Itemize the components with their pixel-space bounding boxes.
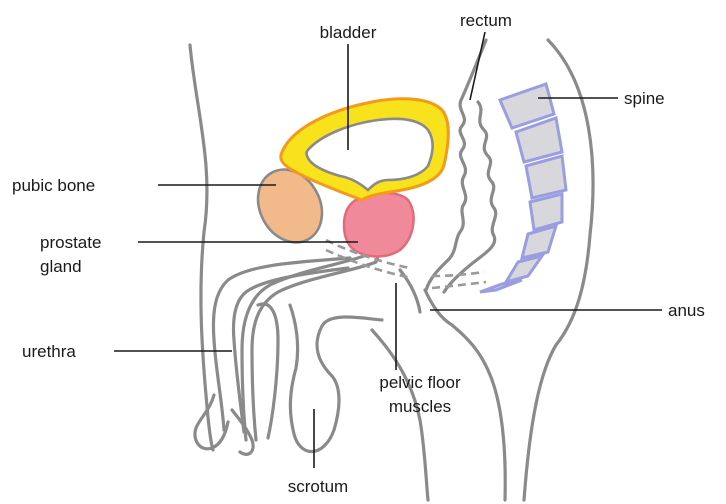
label-prostate-line1: prostate <box>40 233 101 252</box>
scrotum-shape <box>290 305 382 452</box>
label-pubic-bone: pubic bone <box>12 176 95 195</box>
label-urethra: urethra <box>22 342 76 361</box>
prostate-shape <box>344 193 414 257</box>
label-pelvic-line1: pelvic floor <box>379 373 461 392</box>
label-anus: anus <box>668 301 705 320</box>
label-scrotum: scrotum <box>288 477 348 496</box>
penis-shape <box>195 258 350 454</box>
label-pelvic-line2: muscles <box>389 397 451 416</box>
label-prostate-line2: gland <box>40 257 82 276</box>
label-bladder: bladder <box>320 23 377 42</box>
label-rectum: rectum <box>460 11 512 30</box>
label-spine: spine <box>624 89 665 108</box>
leader-rectum <box>470 32 485 100</box>
